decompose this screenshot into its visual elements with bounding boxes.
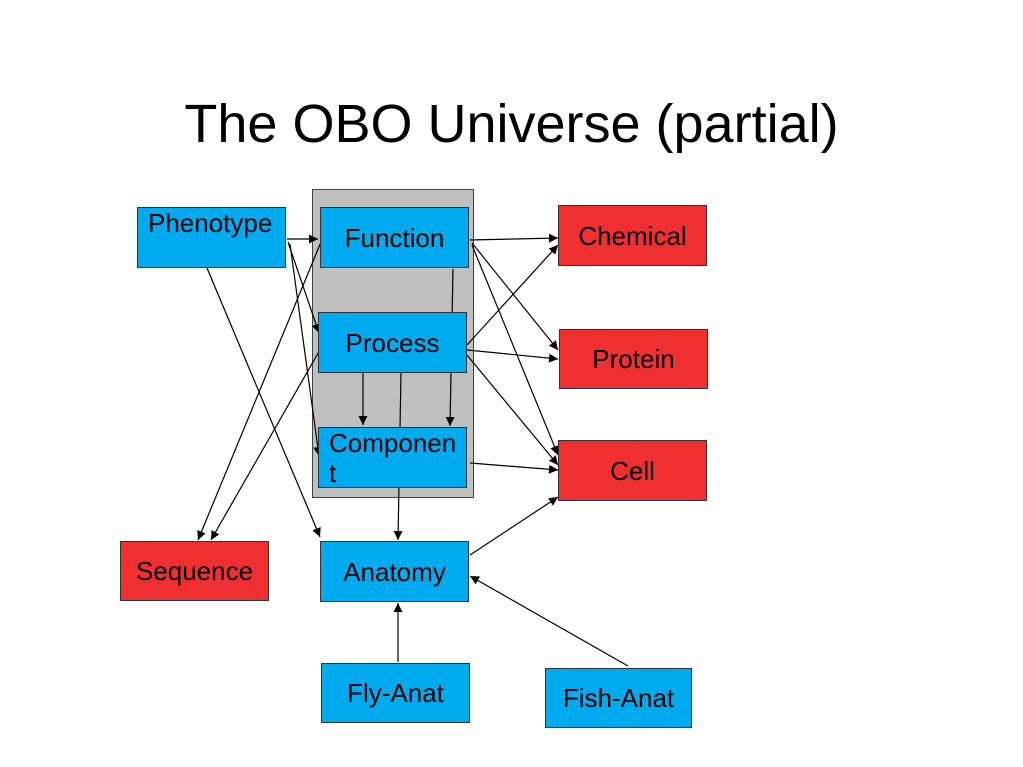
edge-fish-anat-to-anatomy xyxy=(469,575,629,667)
node-phenotype[interactable]: Phenotype xyxy=(137,207,286,268)
edge-process-to-protein xyxy=(466,349,559,363)
slide-title: The OBO Universe (partial) xyxy=(184,94,839,154)
node-process[interactable]: Process xyxy=(318,312,467,373)
edge-phenotype-to-anatomy xyxy=(206,267,321,538)
node-anatomy[interactable]: Anatomy xyxy=(320,541,469,602)
node-function[interactable]: Function xyxy=(320,207,469,268)
node-component[interactable]: Component xyxy=(318,427,467,488)
edge-component-to-cell xyxy=(469,462,559,474)
edge-function-to-protein xyxy=(471,242,559,351)
edge-anatomy-to-cell xyxy=(469,496,559,556)
edge-function-to-sequence xyxy=(197,241,322,541)
node-fish-anat[interactable]: Fish-Anat xyxy=(545,668,692,728)
node-sequence[interactable]: Sequence xyxy=(120,541,269,601)
edge-phenotype-to-process xyxy=(287,241,321,334)
node-chemical[interactable]: Chemical xyxy=(558,205,707,266)
node-protein[interactable]: Protein xyxy=(559,329,708,389)
edge-phenotype-to-component xyxy=(289,243,323,457)
node-cell[interactable]: Cell xyxy=(558,440,707,501)
edge-function-to-chemical xyxy=(469,233,559,243)
edge-process-to-cell xyxy=(466,354,559,466)
node-fly-anat[interactable]: Fly-Anat xyxy=(321,663,470,723)
edge-function-to-cell xyxy=(471,244,559,456)
edge-process-to-chemical xyxy=(466,244,559,346)
edge-process-to-sequence xyxy=(210,347,322,541)
